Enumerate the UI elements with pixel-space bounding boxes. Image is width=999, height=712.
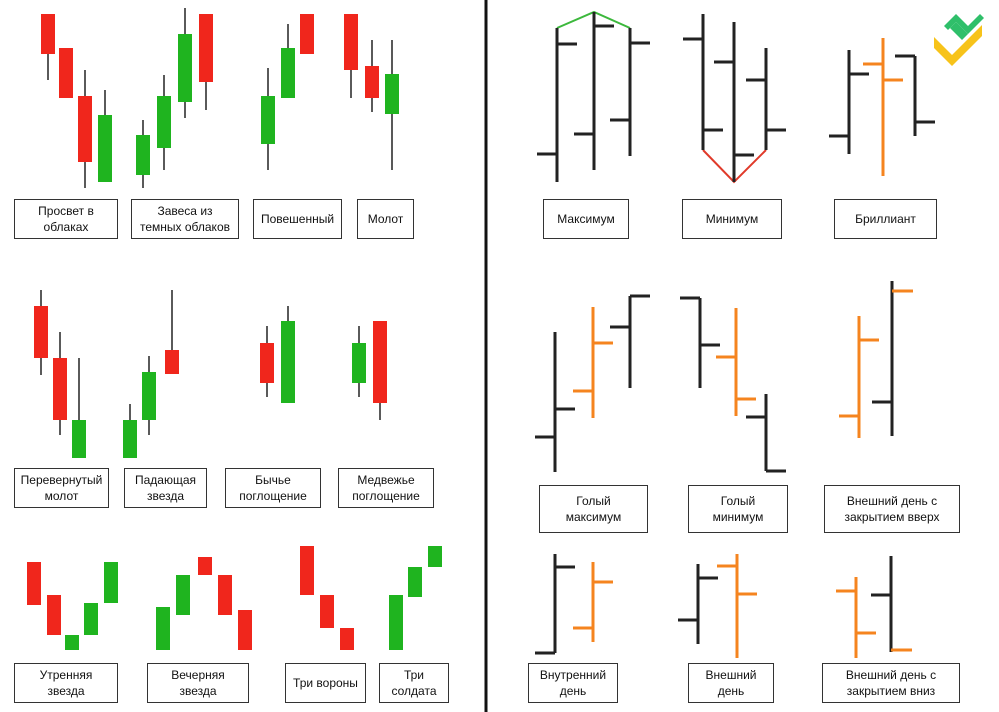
label-tri-vorony: Три вороны xyxy=(285,663,366,703)
candle-prosvet-2-body xyxy=(59,48,73,98)
candle-poveshenny-1-body xyxy=(261,96,275,144)
candle-bychye-2-body xyxy=(281,321,295,403)
candle-molot-1-body xyxy=(344,14,358,70)
candle-tri-vorony-3-body xyxy=(340,628,354,650)
candle-vechernyaya-2-body xyxy=(176,575,190,615)
candle-utrennyaya-5-body xyxy=(104,562,118,603)
label-poveshenny: Повешенный xyxy=(253,199,342,239)
logo-green-cross xyxy=(944,14,984,34)
candle-prosvet-4-body xyxy=(98,115,112,182)
candle-prosvet-1-body xyxy=(41,14,55,54)
candle-molot-3-body xyxy=(385,74,399,114)
candle-medvezhye-1-body xyxy=(352,343,366,383)
candle-padayushchaya-2-body xyxy=(142,372,156,420)
candle-prosvet-3-body xyxy=(78,96,92,162)
candle-utrennyaya-2-body xyxy=(47,595,61,635)
candle-zavesa-1-body xyxy=(136,135,150,175)
candle-tri-soldata-1-body xyxy=(389,595,403,650)
litefinance-logo-icon xyxy=(950,22,968,40)
candle-utrennyaya-1-body xyxy=(27,562,41,605)
candle-padayushchaya-1-body xyxy=(123,420,137,458)
candle-tri-soldata-3-body xyxy=(428,546,442,567)
candle-tri-vorony-1-body xyxy=(300,546,314,595)
candle-tri-soldata-2-body xyxy=(408,567,422,597)
candle-vechernyaya-5-body xyxy=(238,610,252,650)
candle-vechernyaya-3-body xyxy=(198,557,212,575)
label-minimum: Минимум xyxy=(682,199,782,239)
candle-medvezhye-2-body xyxy=(373,321,387,403)
candle-poveshenny-3-body xyxy=(300,14,314,54)
candle-zavesa-2-body xyxy=(157,96,171,148)
candle-vechernyaya-1-body xyxy=(156,607,170,650)
candle-perevernuty-3-body xyxy=(72,420,86,458)
label-molot: Молот xyxy=(357,199,414,239)
label-brilliant: Бриллиант xyxy=(834,199,937,239)
candle-utrennyaya-3-body xyxy=(65,635,79,650)
candle-tri-vorony-2-body xyxy=(320,595,334,628)
candle-poveshenny-2-body xyxy=(281,48,295,98)
candle-molot-2-body xyxy=(365,66,379,98)
label-maksimum: Максимум xyxy=(543,199,629,239)
candle-vechernyaya-4-body xyxy=(218,575,232,615)
candle-zavesa-4-body xyxy=(199,14,213,82)
candle-perevernuty-1-body xyxy=(34,306,48,358)
candle-perevernuty-2-body xyxy=(53,358,67,420)
candle-padayushchaya-3-body xyxy=(165,350,179,374)
logo-yellow-chevron xyxy=(934,25,982,66)
candle-utrennyaya-4-body xyxy=(84,603,98,635)
candle-bychye-1-body xyxy=(260,343,274,383)
candle-zavesa-3-body xyxy=(178,34,192,102)
